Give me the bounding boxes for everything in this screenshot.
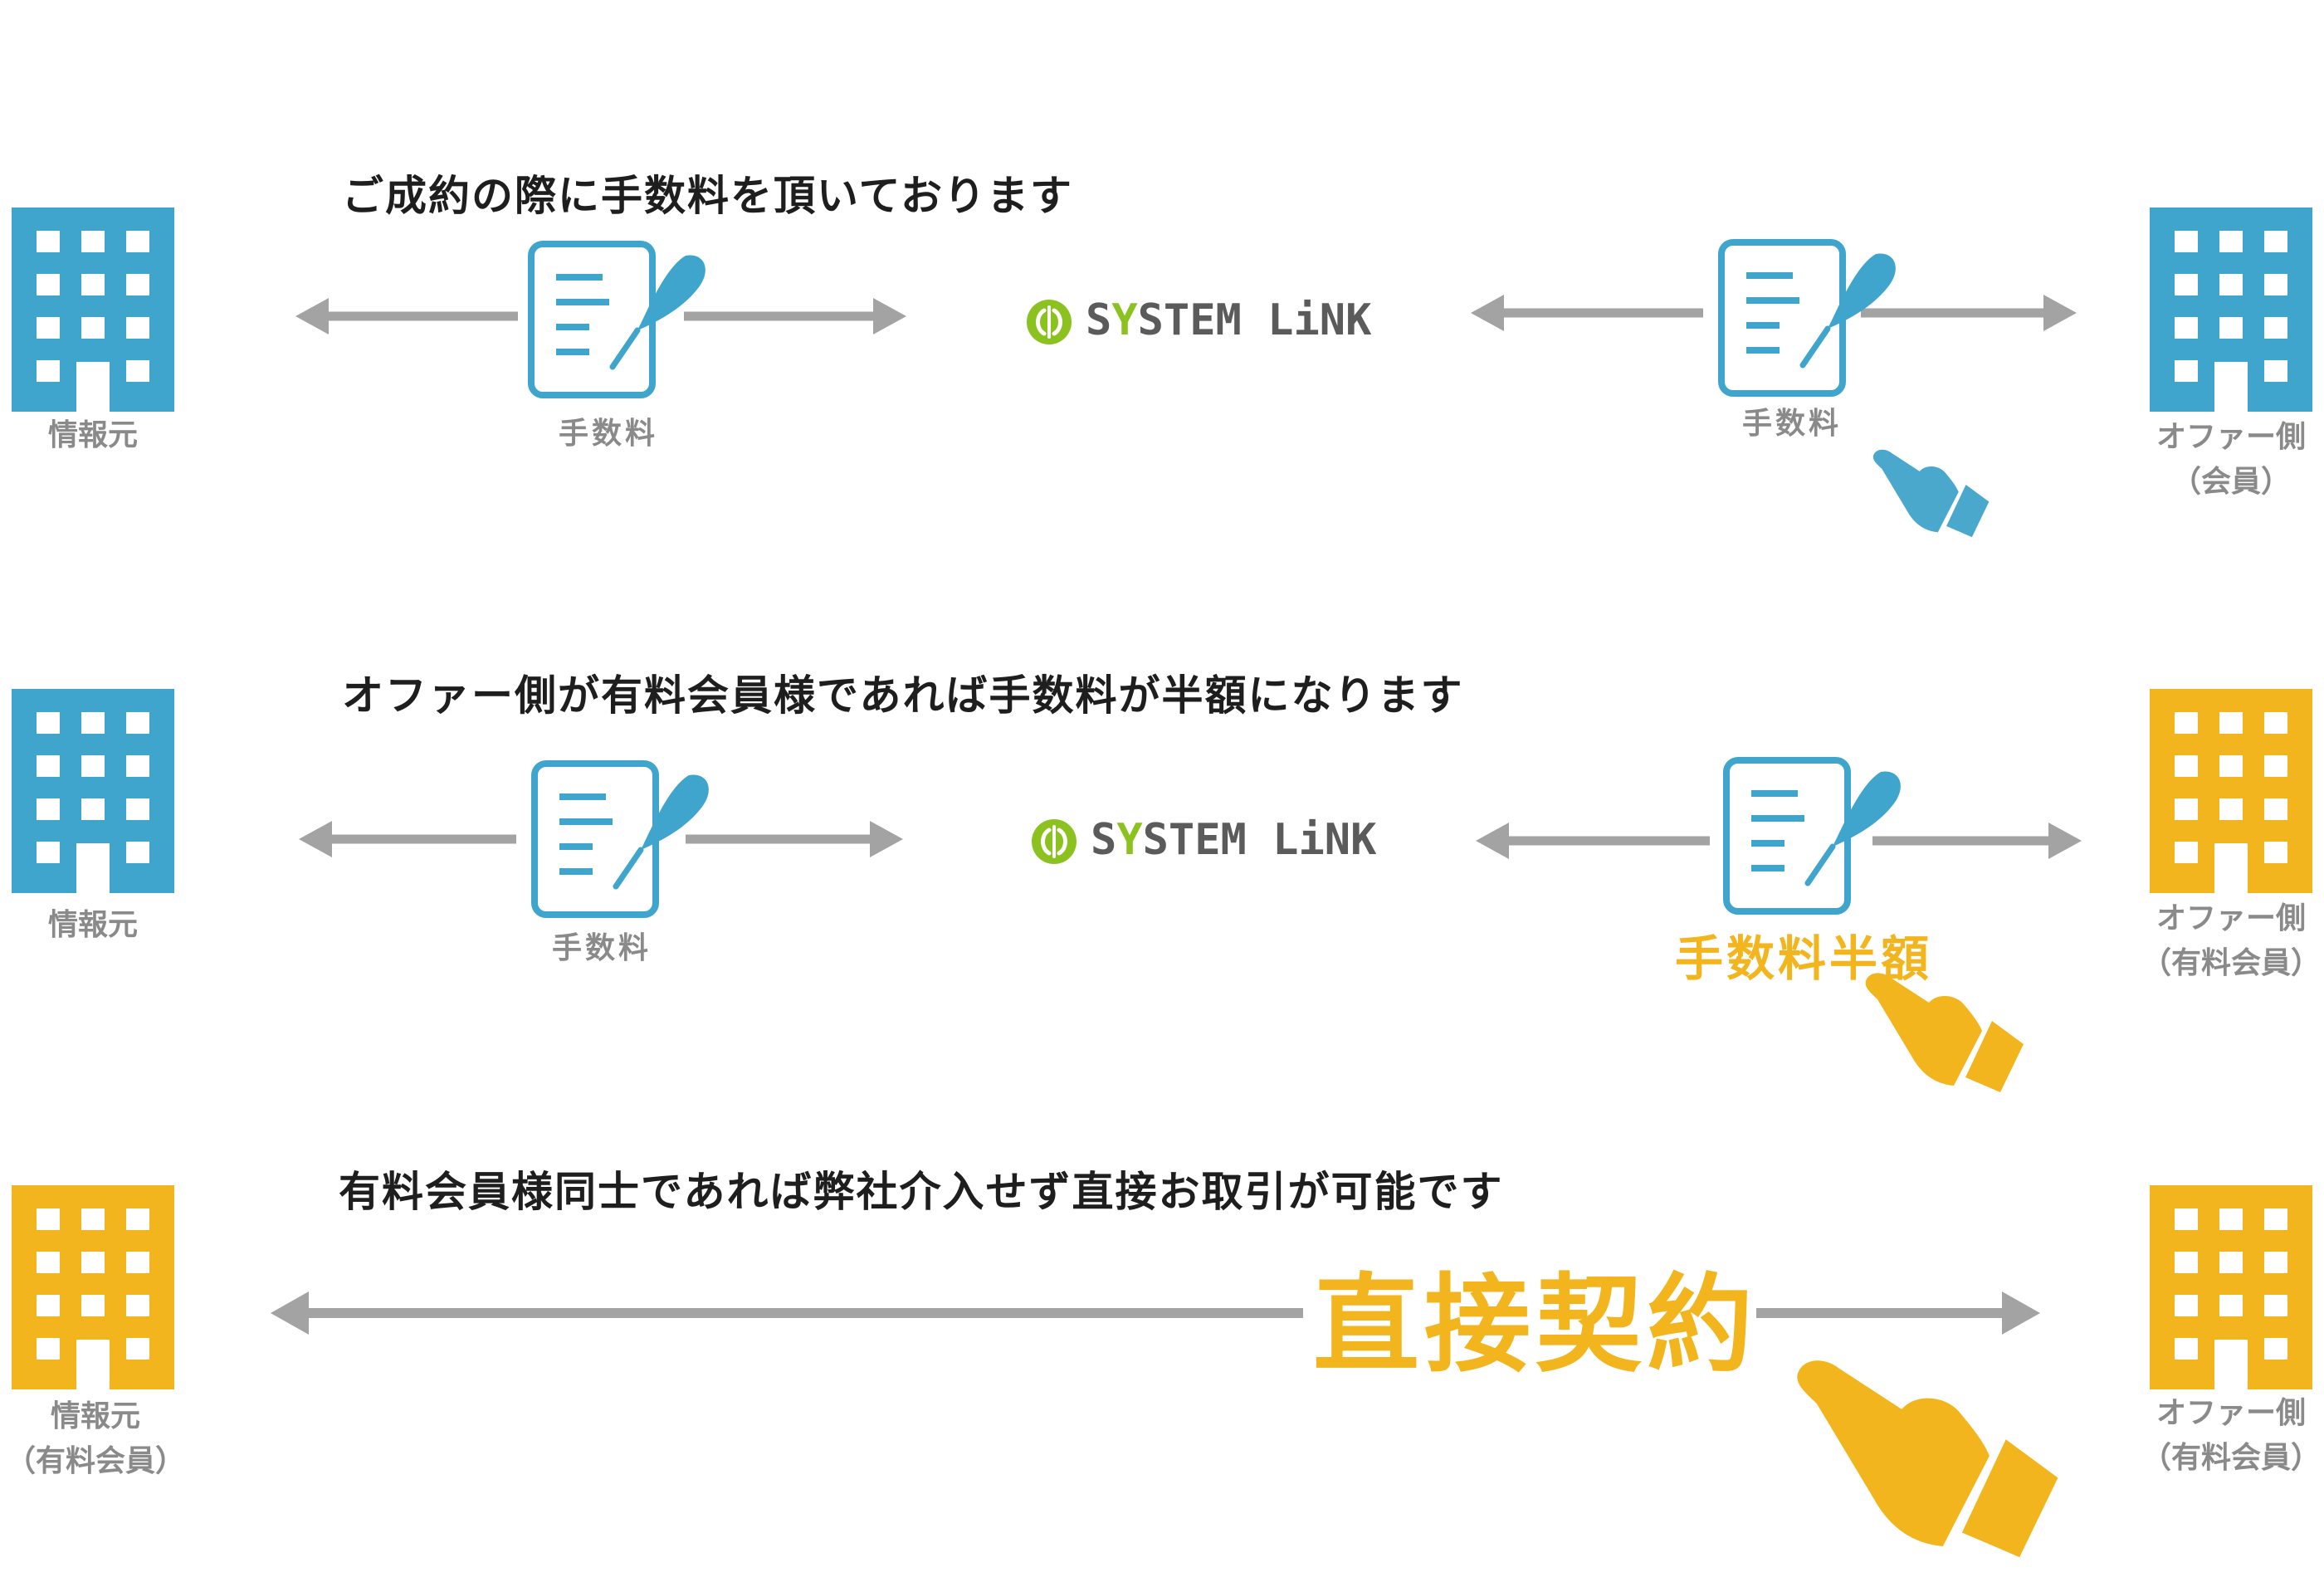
- pointing-hand-icon: [1789, 1356, 2063, 1564]
- direct-contract-text: 直接契約: [1313, 1263, 1759, 1387]
- row1-right-fee: 手数料: [1741, 407, 1842, 441]
- row3-left-label: 情報元 （有料会員）: [5, 1399, 185, 1478]
- row2-left-fee: 手数料: [551, 931, 652, 965]
- system-link-logo-text: SYSTEM LiNK: [1091, 815, 1377, 865]
- row2-right-arrow: [1476, 823, 2082, 859]
- row1-heading: ご成約の際に手数料を頂いております: [342, 172, 1073, 220]
- system-link-logo-icon: [1029, 817, 1079, 867]
- building-icon: [2150, 689, 2312, 893]
- row2-left-label: 情報元: [47, 908, 138, 942]
- document-pen-icon: [531, 760, 714, 918]
- row1-right-arrow: [1471, 295, 2077, 331]
- row1-left-arrow: [295, 298, 906, 334]
- pointing-hand-icon: [1859, 448, 2002, 540]
- row1-left-label: 情報元: [47, 418, 138, 452]
- pointing-hand-icon: [1861, 971, 2027, 1096]
- row2-heading: オファー側が有料会員様であれば手数料が半額になります: [342, 671, 1464, 720]
- document-pen-icon: [1718, 239, 1901, 397]
- system-link-logo-text: SYSTEM LiNK: [1086, 295, 1372, 345]
- document-pen-icon: [1723, 757, 1906, 915]
- row2-right-label: オファー側 （有料会員）: [2141, 901, 2321, 980]
- row1-right-label: オファー側 （会員）: [2156, 420, 2306, 499]
- row3-heading: 有料会員様同士であれば弊社介入せず直接お取引が可能です: [339, 1168, 1504, 1216]
- row3-right-label: オファー側 （有料会員）: [2141, 1396, 2321, 1475]
- building-icon: [2150, 1185, 2312, 1389]
- building-icon: [12, 208, 174, 412]
- row3-direct-arrow: [271, 1291, 2040, 1335]
- building-icon: [12, 689, 174, 893]
- building-icon: [2150, 208, 2312, 412]
- system-link-logo-icon: [1024, 297, 1074, 347]
- document-pen-icon: [528, 241, 710, 398]
- building-icon: [12, 1185, 174, 1389]
- row1-left-fee: 手数料: [558, 417, 658, 451]
- row2-left-arrow: [299, 821, 903, 857]
